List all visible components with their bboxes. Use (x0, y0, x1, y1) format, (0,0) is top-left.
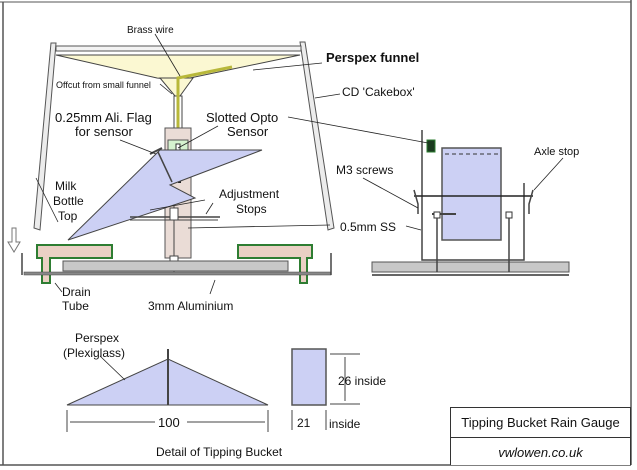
milk-bottle-top-right (237, 244, 313, 284)
screw-nut-top (169, 207, 179, 221)
label-perspex-1: Perspex (75, 331, 119, 345)
leader-axle (533, 157, 564, 191)
label-opto-2: Sensor (227, 124, 269, 139)
leader-stop-right (205, 202, 214, 215)
label-drain-2: Tube (62, 299, 89, 313)
leader-funnel (252, 62, 323, 71)
funnel-rim (55, 45, 302, 52)
label-perspex-2: (Plexiglass) (63, 346, 125, 360)
side-view (371, 130, 570, 276)
leader-aluminium (209, 279, 216, 295)
label-dim-width-suffix: inside (329, 417, 361, 431)
leader-perspex (99, 355, 126, 381)
label-milk-1: Milk (55, 179, 77, 193)
label-milk-3: Top (58, 209, 78, 223)
brass-wire (176, 65, 233, 128)
bucket-divider (157, 151, 173, 183)
milk-bottle-top-left (36, 244, 113, 284)
label-flag-2: for sensor (75, 124, 133, 139)
leader-opto (177, 125, 219, 149)
leader-opto-side (287, 116, 429, 144)
label-milk-2: Bottle (53, 194, 84, 208)
label-cakebox: CD 'Cakebox' (342, 85, 415, 99)
leader-milk (35, 177, 59, 223)
leader-stop-left (149, 199, 206, 211)
m3-screw-right (505, 211, 513, 219)
ss-bracket (421, 130, 525, 261)
label-dim-height: 26 inside (338, 374, 386, 388)
label-aluminium: 3mm Aluminium (148, 299, 233, 313)
label-dim-length: 100 (158, 415, 180, 430)
leader-cakebox (314, 93, 341, 99)
aluminium-plate (62, 260, 289, 272)
drain-direction-arrow-icon (7, 227, 21, 253)
label-brass-wire: Brass wire (127, 25, 174, 36)
bucket-detail-end-view (291, 348, 327, 406)
title-block: Tipping Bucket Rain Gauge vwlowen.co.uk (450, 407, 631, 465)
label-dim-width: 21 (297, 416, 311, 430)
label-adjust-1: Adjustment (219, 187, 280, 201)
label-flag-1: 0.25mm Ali. Flag (55, 110, 152, 125)
label-m3: M3 screws (336, 163, 393, 177)
perspex-funnel (55, 54, 301, 81)
leader-side-ss (405, 225, 422, 231)
side-view-base-plate (371, 261, 570, 273)
m3-screw-left (433, 211, 441, 219)
cakebox-base (23, 271, 332, 276)
label-adjust-2: Stops (236, 202, 267, 216)
title-block-title: Tipping Bucket Rain Gauge (451, 408, 630, 438)
ali-flag (149, 147, 163, 155)
label-offcut: Offcut from small funnel (56, 80, 151, 90)
label-perspex-funnel: Perspex funnel (326, 50, 419, 65)
side-view-sensor (426, 139, 436, 153)
label-drain-1: Drain (62, 285, 91, 299)
label-ss: 0.5mm SS (340, 220, 396, 234)
leader-ss (187, 224, 331, 229)
title-block-site: vwlowen.co.uk (498, 445, 583, 460)
cakebox-wall-right (299, 41, 335, 231)
side-view-bucket (441, 147, 502, 241)
leader-offcut (159, 83, 173, 95)
label-axle-stop: Axle stop (534, 146, 579, 158)
label-opto-1: Slotted Opto (206, 110, 278, 125)
label-detail-caption: Detail of Tipping Bucket (156, 445, 283, 459)
axle-stop-right (528, 189, 534, 214)
leader-m3 (362, 177, 419, 209)
leader-flag (119, 139, 157, 155)
axle-stop-left (413, 189, 419, 214)
leader-drain (54, 282, 63, 293)
cakebox-wall-left (33, 42, 57, 231)
leader-brass-wire (154, 33, 181, 77)
